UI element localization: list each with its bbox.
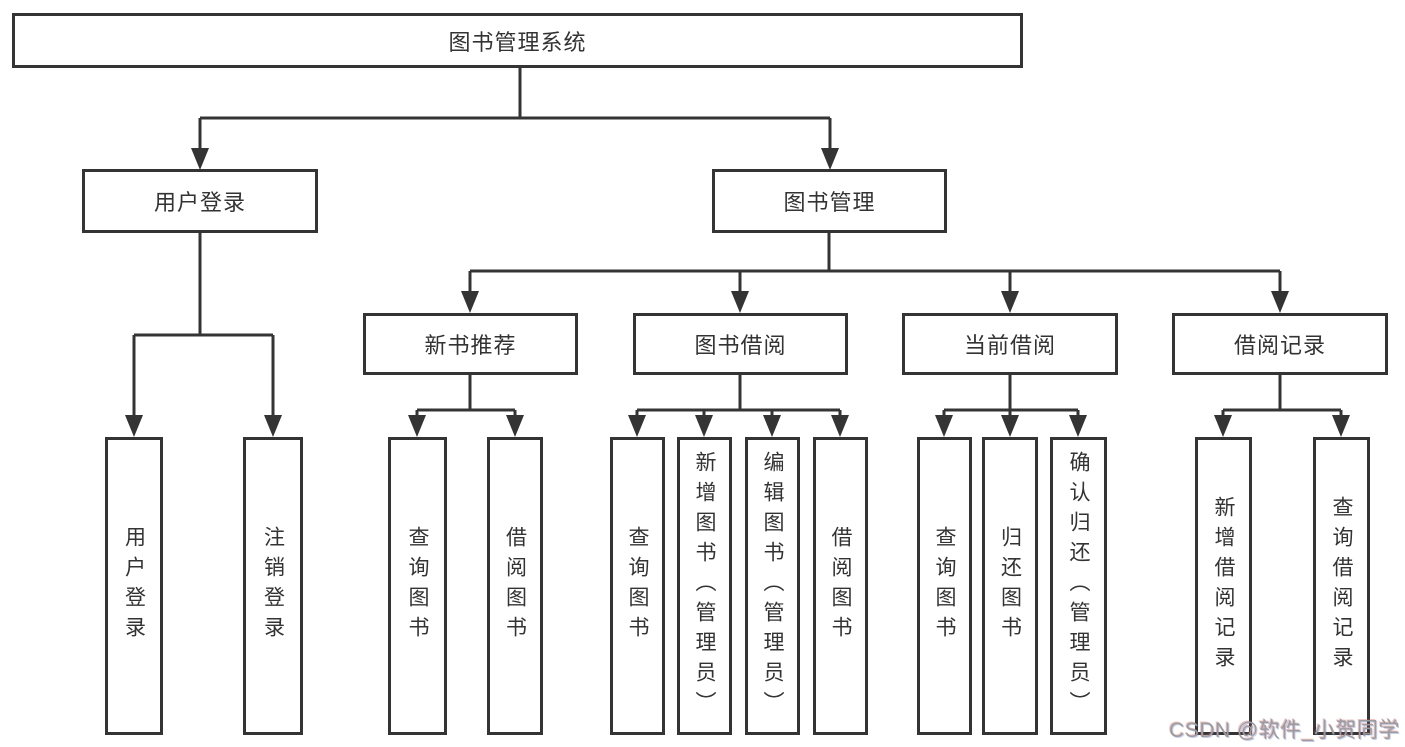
node-user-login: 用户登录 [82, 169, 318, 233]
node-book-borrowing: 图书借阅 [633, 313, 848, 375]
leaf-records-add-borrow-record: 新增借阅记录 [1195, 437, 1252, 735]
leaf-current-confirm-return-admin: 确认归还（管理员） [1050, 437, 1107, 735]
node-label: 图书管理系统 [448, 29, 587, 55]
leaf-logout-login: 注销登录 [243, 437, 303, 735]
csdn-watermark: CSDN @软件_小贺同学 [1169, 719, 1400, 742]
leaf-label: 借阅图书 [503, 526, 527, 646]
node-book-management: 图书管理 [712, 169, 947, 233]
node-new-book-recommendation: 新书推荐 [363, 313, 578, 375]
node-label: 图书管理 [783, 190, 876, 215]
leaf-borrow-query-books: 查询图书 [610, 437, 665, 735]
leaf-records-query-borrow-record: 查询借阅记录 [1313, 437, 1370, 735]
leaf-label: 确认归还（管理员） [1067, 451, 1090, 721]
leaf-label: 新增借阅记录 [1212, 496, 1235, 676]
node-label: 新书推荐 [424, 333, 517, 358]
node-current-borrowing: 当前借阅 [902, 313, 1118, 375]
arrowheads [125, 148, 1350, 437]
node-library-management-system: 图书管理系统 [12, 13, 1023, 68]
leaf-label: 编辑图书（管理员） [761, 451, 784, 721]
connector-shafts [132, 68, 1343, 419]
node-borrowing-records: 借阅记录 [1172, 313, 1388, 375]
leaf-newbook-borrow-books: 借阅图书 [487, 437, 543, 735]
leaf-label: 查询图书 [406, 526, 429, 646]
leaf-borrow-add-books-admin: 新增图书（管理员） [677, 437, 732, 735]
leaf-current-return-books: 归还图书 [982, 437, 1038, 735]
leaf-borrow-edit-books-admin: 编辑图书（管理员） [745, 437, 800, 735]
leaf-newbook-query-books: 查询图书 [388, 437, 447, 735]
leaf-label: 借阅图书 [829, 526, 852, 646]
leaf-label: 用户登录 [122, 526, 146, 646]
node-label: 图书借阅 [694, 333, 787, 358]
leaf-label: 新增图书（管理员） [693, 451, 716, 721]
leaf-label: 查询图书 [626, 526, 649, 646]
node-label: 当前借阅 [963, 333, 1056, 358]
leaf-borrow-borrow-books: 借阅图书 [813, 437, 868, 735]
node-label: 借阅记录 [1233, 333, 1326, 358]
node-label: 用户登录 [153, 190, 246, 215]
leaf-label: 注销登录 [261, 526, 285, 646]
leaf-label: 查询借阅记录 [1330, 496, 1353, 676]
leaf-current-query-books: 查询图书 [917, 437, 972, 735]
leaf-label: 查询图书 [933, 526, 956, 646]
leaf-user-login: 用户登录 [105, 437, 163, 735]
leaf-label: 归还图书 [998, 526, 1022, 646]
